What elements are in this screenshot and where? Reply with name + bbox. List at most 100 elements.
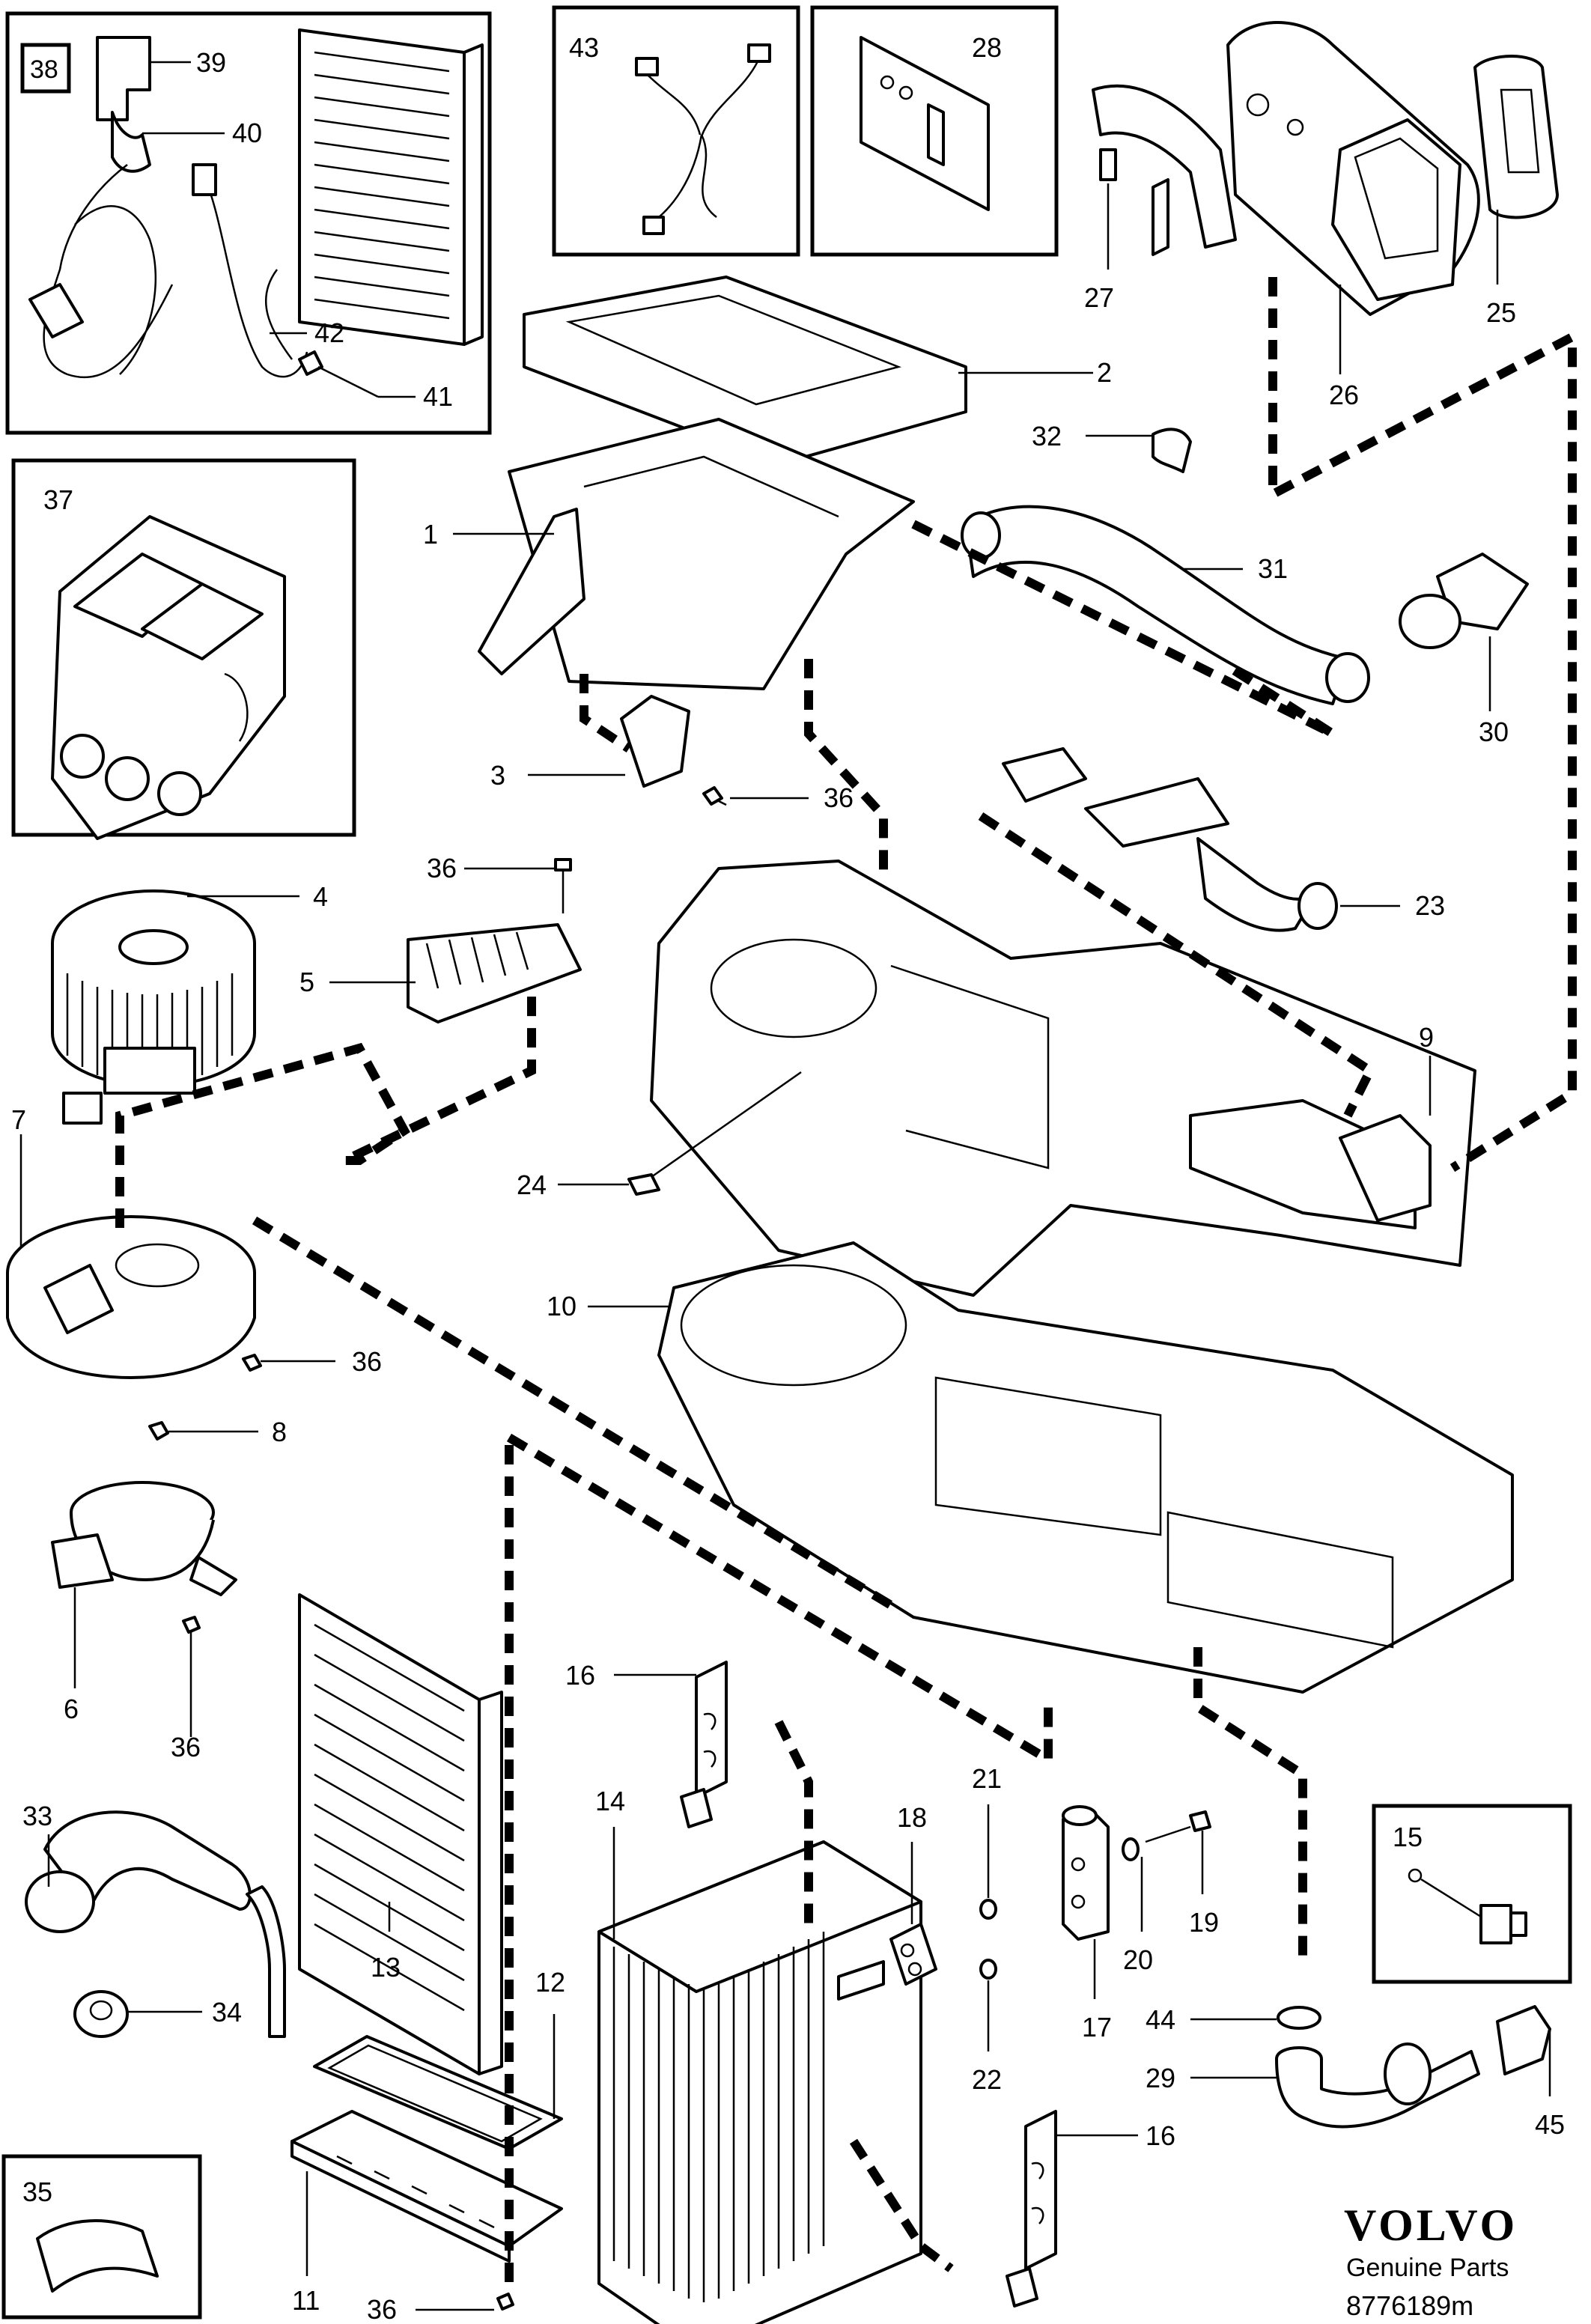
callout-37: 37 — [43, 484, 73, 515]
flange-18-drawing — [837, 1923, 937, 2001]
expansion-valve-17-drawing — [1062, 1805, 1110, 1941]
callout-36-e: 36 — [367, 2294, 397, 2324]
harness-43-drawing — [635, 43, 771, 235]
evaporator-14-drawing — [597, 1840, 922, 2324]
brand-block: VOLVO Genuine Parts 8776189m — [1344, 2200, 1518, 2321]
callout-18: 18 — [897, 1802, 927, 1833]
callout-23: 23 — [1415, 890, 1445, 921]
callout-24: 24 — [517, 1169, 547, 1200]
callout-33: 33 — [22, 1801, 52, 1831]
callout-36-c: 36 — [352, 1346, 382, 1377]
seal-plate-28-drawing — [860, 36, 990, 211]
gasket-12-drawing — [313, 2035, 563, 2150]
bracket-16-upper-drawing — [680, 1661, 728, 1828]
washer-20 — [1122, 1837, 1140, 1861]
grommet-30-drawing — [1399, 553, 1529, 649]
callout-5: 5 — [299, 967, 314, 997]
callout-34: 34 — [212, 1997, 242, 2028]
lower-housing-10-drawing — [657, 1241, 1514, 1694]
callout-41: 41 — [423, 381, 453, 412]
callout-6: 6 — [64, 1694, 79, 1724]
callout-19: 19 — [1189, 1907, 1219, 1938]
callout-31: 31 — [1258, 553, 1288, 584]
callout-28: 28 — [972, 32, 1002, 63]
drain-hose-31-drawing — [961, 505, 1370, 705]
inset-box-35: 35 — [1, 2154, 202, 2320]
bracket-27-drawing — [1092, 84, 1237, 256]
callout-29: 29 — [1146, 2063, 1175, 2093]
callout-22: 22 — [972, 2064, 1002, 2095]
box-tag-38-frame — [20, 43, 71, 94]
sensor-15-drawing — [1408, 1868, 1527, 1944]
drain-hose-33-drawing — [25, 1810, 286, 2038]
o-ring-21 — [979, 1899, 997, 1920]
callout-25: 25 — [1486, 297, 1516, 328]
inlet-6-drawing — [51, 1481, 237, 1596]
callout-9: 9 — [1419, 1022, 1434, 1053]
callout-39: 39 — [196, 47, 226, 78]
callout-20: 20 — [1123, 1944, 1153, 1975]
cabin-filter-13-drawing — [298, 1593, 503, 2075]
callout-40: 40 — [232, 118, 262, 148]
cover-11-drawing — [290, 2110, 563, 2263]
callout-13: 13 — [371, 1952, 401, 1983]
callout-7: 7 — [11, 1104, 26, 1135]
resistor-5-drawing — [407, 858, 582, 1023]
callout-30: 30 — [1479, 717, 1509, 747]
inset-box-28: 28 — [810, 5, 1059, 257]
callout-26: 26 — [1329, 380, 1359, 410]
callout-14: 14 — [595, 1786, 625, 1816]
assembly-lines — [115, 277, 1577, 2291]
callout-2: 2 — [1097, 357, 1112, 388]
screw-41-drawing — [298, 350, 379, 398]
drawing-number: 8776189m — [1346, 2290, 1473, 2321]
inset-box-43: 43 — [552, 5, 800, 257]
drain-pipe-29-drawing — [1275, 2006, 1480, 2129]
callout-36-a: 36 — [824, 782, 854, 813]
callout-21: 21 — [972, 1763, 1002, 1794]
callout-12: 12 — [535, 1967, 565, 1998]
callout-8: 8 — [272, 1417, 287, 1447]
callout-11: 11 — [292, 2285, 320, 2316]
cabin-filter-39-drawing — [298, 28, 484, 346]
connector-harness-drawing — [28, 36, 308, 379]
callout-1: 1 — [423, 519, 438, 550]
callout-3: 3 — [490, 760, 505, 791]
seal-25-drawing — [1473, 55, 1559, 219]
callout-45: 45 — [1535, 2109, 1565, 2140]
callout-38: 38 — [30, 55, 58, 84]
inset-box-38-42: 38 39 — [5, 11, 492, 435]
complete-unit-37-drawing — [51, 515, 286, 840]
inset-box-15: 15 — [1372, 1804, 1572, 1984]
callout-16-a: 16 — [565, 1660, 595, 1691]
o-ring-44 — [1277, 2006, 1321, 2030]
bolt-19-drawing — [1145, 1810, 1211, 1843]
callout-10: 10 — [547, 1291, 577, 1321]
callout-35: 35 — [22, 2177, 52, 2207]
seal-frame-2-drawing — [523, 276, 967, 466]
callout-42: 42 — [314, 317, 344, 348]
grommet-34-drawing — [73, 1990, 129, 2038]
seal-26-drawing — [1226, 21, 1480, 316]
volvo-logo: VOLVO — [1344, 2200, 1518, 2250]
clamp-32-drawing — [1152, 428, 1192, 473]
clip-35-drawing — [36, 2219, 159, 2293]
callout-36-d: 36 — [171, 1732, 201, 1762]
callout-4: 4 — [313, 881, 328, 912]
upper-housing-9-drawing — [650, 860, 1476, 1297]
actuator-3-drawing — [620, 695, 727, 806]
valve-45-drawing — [1496, 2005, 1551, 2075]
callout-43: 43 — [569, 32, 599, 63]
fan-housing-7-drawing — [6, 1215, 256, 1379]
callout-36-b: 36 — [427, 853, 457, 883]
brand-subtitle: Genuine Parts — [1346, 2254, 1509, 2282]
callout-32: 32 — [1032, 421, 1062, 451]
cover-1-drawing — [478, 418, 915, 690]
callout-16-b: 16 — [1146, 2120, 1175, 2151]
duct-23-drawing — [1002, 747, 1338, 932]
inset-box-37: 37 — [11, 458, 356, 840]
callout-15: 15 — [1393, 1822, 1423, 1852]
callout-44: 44 — [1146, 2004, 1175, 2035]
callout-17: 17 — [1082, 2012, 1112, 2042]
